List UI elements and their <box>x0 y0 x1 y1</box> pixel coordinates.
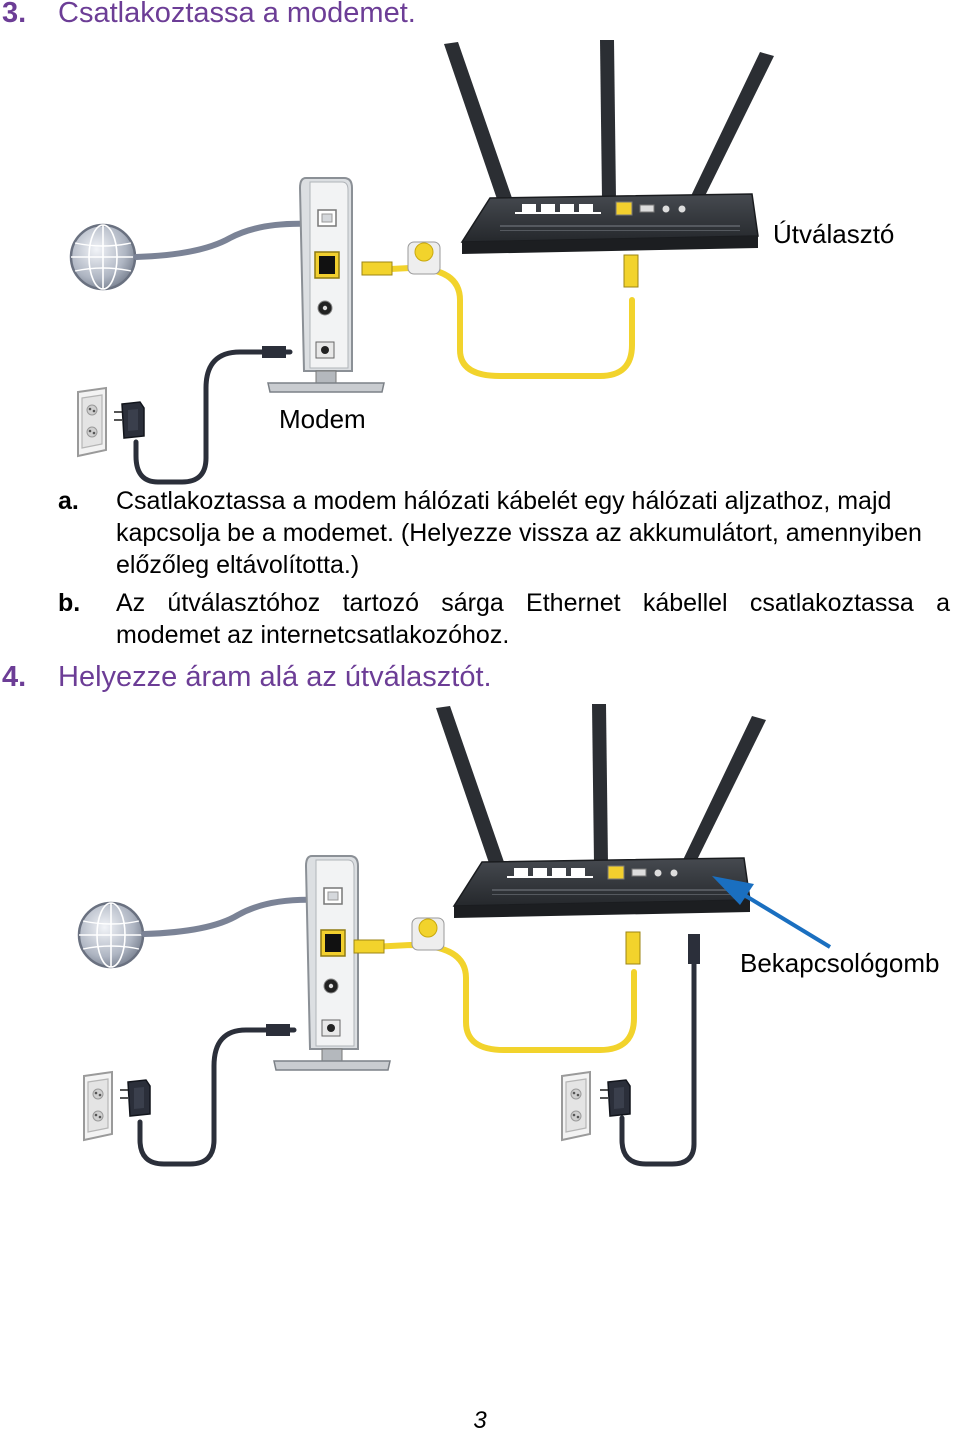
step-3-heading: 3. Csatlakoztassa a modemet. <box>2 0 416 30</box>
router-image <box>443 39 775 255</box>
ethernet-cable-yellow <box>367 265 635 379</box>
modem-power-plug <box>266 1024 290 1036</box>
modem-power-cable <box>133 349 293 485</box>
wall-outlet-icon <box>77 387 107 457</box>
modem-power-plug <box>262 346 286 358</box>
router-image <box>435 703 767 919</box>
router-power-diagram <box>77 703 832 1167</box>
router-power-plug <box>688 934 700 964</box>
ethernet-plug-router <box>625 931 641 965</box>
power-adapter-icon <box>113 401 145 439</box>
wall-outlet-icon <box>83 1071 113 1141</box>
modem-internet-cable <box>141 896 321 937</box>
power-adapter-icon <box>599 1079 631 1117</box>
ethernet-plug-router <box>623 254 639 288</box>
wall-outlet-icon <box>561 1071 591 1141</box>
step-4-heading: 4. Helyezze áram alá az útválasztót. <box>2 661 492 694</box>
power-button-label: Bekapcsológomb <box>740 948 940 978</box>
ethernet-plug-modem <box>361 261 393 276</box>
step-number: 3. <box>2 0 27 29</box>
substep-letter: b. <box>58 589 81 617</box>
internet-globe-icon <box>77 901 145 969</box>
substep-a: a. Csatlakoztassa a modem hálózati kábel… <box>0 485 950 581</box>
ethernet-cable-yellow <box>367 942 637 1053</box>
step-number: 4. <box>2 661 27 693</box>
substep-letter: a. <box>58 487 79 515</box>
ethernet-ferrite-core <box>407 241 441 275</box>
power-button-callout-arrow <box>712 876 832 949</box>
modem-power-cable <box>137 1027 297 1167</box>
modem-image <box>267 177 385 393</box>
modem-connection-diagram <box>69 39 775 485</box>
power-adapter-icon <box>119 1079 151 1117</box>
ethernet-plug-modem <box>353 939 385 954</box>
step-title: Helyezze áram alá az útválasztót. <box>58 661 492 693</box>
substep-text: Az útválasztóhoz tartozó sárga Ethernet … <box>116 589 950 649</box>
modem-internet-cable <box>133 220 313 260</box>
page-number: 3 <box>473 1407 487 1434</box>
router-label: Útválasztó <box>773 219 895 249</box>
modem-label: Modem <box>279 404 366 434</box>
internet-globe-icon <box>69 223 137 291</box>
substep-b: b. Az útválasztóhoz tartozó sárga Ethern… <box>0 587 950 651</box>
ethernet-ferrite-core <box>411 917 445 951</box>
step-title: Csatlakoztassa a modemet. <box>58 0 416 29</box>
router-power-cable <box>619 935 697 1167</box>
substep-text: Csatlakoztassa a modem hálózati kábelét … <box>116 487 922 579</box>
modem-image <box>273 855 391 1071</box>
